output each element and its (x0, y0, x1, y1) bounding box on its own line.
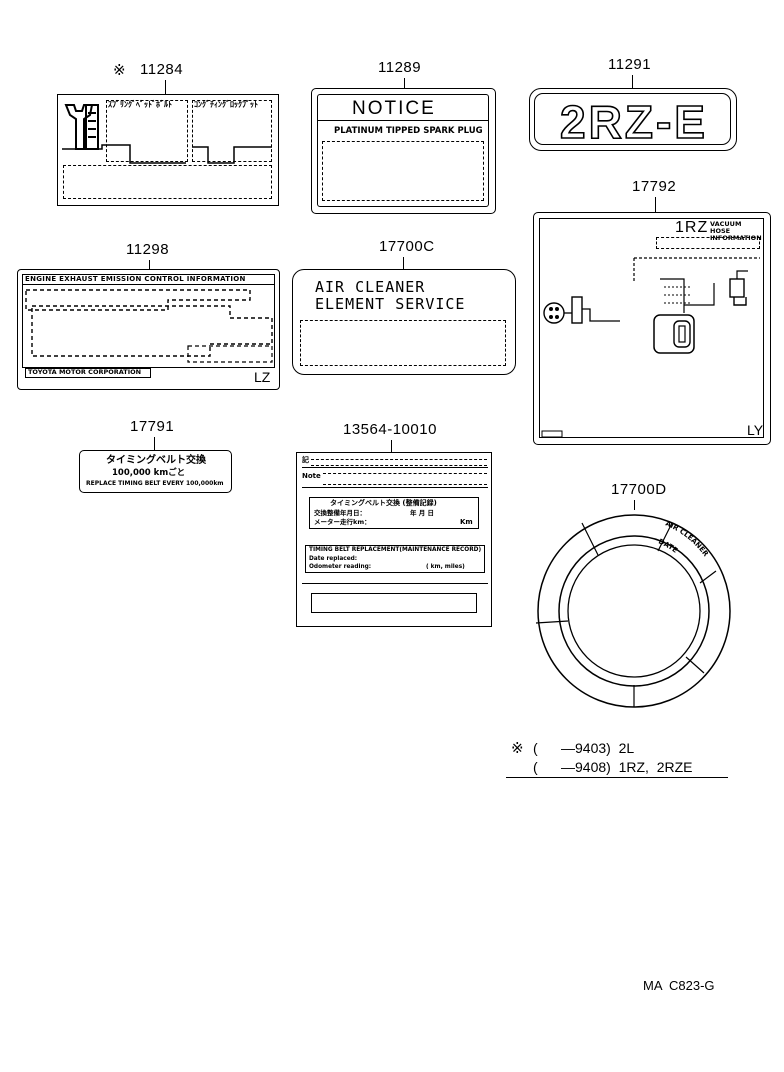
label-17700C-line1: AIR CLEANER (315, 278, 426, 296)
leader-line (391, 440, 392, 452)
label-11289-inner-frame (317, 94, 489, 207)
part-number-17700C: 17700C (379, 238, 435, 255)
leader-line (634, 500, 635, 510)
label-13564-en-box: TIMING BELT REPLACEMENT(MAINTENANCE RECO… (305, 545, 485, 573)
label-11284: ｽﾌﾟﾘﾝｸﾞﾍﾟｯﾄﾞﾎﾞﾙﾄ ｺﾝｸﾞﾁｨﾝｸﾞﾛｯｸﾌﾟｯﾄ (57, 94, 279, 206)
label-13564-row2: Note (302, 472, 321, 480)
leader-line (632, 75, 633, 88)
leader-line (149, 260, 150, 269)
label-11284-right-panel (192, 100, 272, 162)
label-13564-bottom-panel (311, 593, 477, 613)
note-mark: ※ (511, 740, 524, 757)
fill-line (323, 473, 487, 485)
part-number-11284-mark: ※ (113, 62, 127, 79)
part-number-11289: 11289 (378, 59, 422, 76)
divider (302, 467, 488, 468)
label-13564-jp-date: 交換整備年月日： (314, 509, 366, 517)
label-17700D: AIR CLEANER DATE (535, 514, 731, 708)
divider (317, 120, 489, 121)
label-17792-info: VACUUM HOSE INFORMATION (710, 220, 762, 243)
label-17791: タイミングベルト交換 100,000 kmごと REPLACE TIMING B… (79, 450, 232, 493)
part-number-17700D: 17700D (611, 481, 667, 498)
label-13564-jp-meter: メーター走行km： (314, 518, 371, 526)
leader-line (403, 257, 404, 269)
label-13564-10010: 記 Note タイミングベルト交換 (整備記録) 交換整備年月日： 年 月 日 … (296, 452, 492, 627)
label-17792: 1RZ VACUUM HOSE INFORMATION LY (533, 212, 771, 445)
diagram-code: MA C823-G (643, 978, 715, 993)
label-11284-lines (62, 144, 272, 164)
label-17792-code: LY (747, 422, 764, 438)
label-13564-en-title: TIMING BELT REPLACEMENT(MAINTENANCE RECO… (309, 547, 482, 553)
label-17791-line3: REPLACE TIMING BELT EVERY 100,000km (86, 480, 224, 487)
label-11289: NOTICE PLATINUM TIPPED SPARK PLUG (311, 88, 496, 214)
label-17791-line1: タイミングベルト交換 (106, 455, 206, 466)
label-11298-panels (25, 289, 273, 363)
divider (22, 284, 275, 285)
divider (302, 583, 488, 584)
label-13564-jp-title: タイミングベルト交換 (整備記録) (330, 499, 437, 507)
label-13564-jp-date-units: 年 月 日 (410, 509, 435, 517)
note-underline (506, 777, 728, 778)
label-13564-en-units: ( km, miles) (426, 564, 465, 570)
part-number-11284: 11284 (140, 61, 184, 78)
label-17700C-panel (300, 320, 506, 366)
note-line1: ( —9403) 2L (533, 740, 635, 756)
label-17700D-arc1: AIR CLEANER (664, 519, 710, 558)
part-number-11291: 11291 (608, 56, 652, 73)
label-11298: ENGINE EXHAUST EMISSION CONTROL INFORMAT… (17, 269, 280, 390)
part-number-17791: 17791 (130, 418, 175, 435)
label-11284-bottom-panel (63, 165, 272, 199)
label-11291-outline-text: 2RZ-E (559, 95, 708, 149)
label-13564-row1: 記 (302, 456, 309, 464)
label-11289-panel (322, 141, 484, 201)
label-17792-inner-frame (539, 218, 764, 438)
label-11291-inner-frame (534, 93, 731, 145)
label-13564-en-odo: Odometer reading: (309, 564, 372, 570)
label-11298-maker-box (25, 368, 151, 378)
label-13564-jp-km: Km (460, 518, 473, 526)
label-11284-left-text: ｽﾌﾟﾘﾝｸﾞﾍﾟｯﾄﾞﾎﾞﾙﾄ (108, 100, 172, 109)
note-line2: ( —9408) 1RZ, 2RZE (533, 759, 693, 775)
label-17792-title-panel (656, 237, 760, 249)
label-13564-jp-box: タイミングベルト交換 (整備記録) 交換整備年月日： 年 月 日 メーター走行k… (309, 497, 479, 529)
leader-line (404, 78, 405, 88)
part-number-11298: 11298 (126, 241, 170, 258)
label-11284-left-panel (106, 100, 188, 162)
vacuum-hose-diagram-icon (541, 257, 760, 438)
leader-line (154, 437, 155, 450)
label-11284-right-text: ｺﾝｸﾞﾁｨﾝｸﾞﾛｯｸﾌﾟｯﾄ (194, 100, 258, 109)
label-11289-heading: NOTICE (352, 98, 436, 119)
leader-line (655, 197, 656, 212)
part-number-13564-10010: 13564-10010 (343, 421, 437, 438)
label-11298-maker: TOYOTA MOTOR CORPORATION (28, 368, 142, 376)
label-11298-code: LZ (254, 369, 271, 385)
label-11298-title: ENGINE EXHAUST EMISSION CONTROL INFORMAT… (25, 275, 246, 283)
divider (302, 487, 488, 488)
leader-line (165, 80, 166, 94)
fill-line (311, 459, 487, 466)
label-17700C-line2: ELEMENT SERVICE (315, 295, 466, 313)
label-13564-en-date: Date replaced: (309, 556, 358, 562)
label-17700C: AIR CLEANER ELEMENT SERVICE (292, 269, 516, 375)
label-11291-text: 2RZ-E (560, 96, 708, 148)
label-11291: 2RZ-E (529, 88, 737, 151)
label-17792-engine: 1RZ (675, 219, 709, 236)
part-number-17792: 17792 (632, 178, 677, 195)
label-17700D-arc2: DATE (657, 537, 679, 554)
label-11298-inner-frame (22, 274, 275, 368)
label-11289-subtitle: PLATINUM TIPPED SPARK PLUG (334, 126, 483, 136)
label-17791-line2: 100,000 kmごと (112, 468, 186, 478)
